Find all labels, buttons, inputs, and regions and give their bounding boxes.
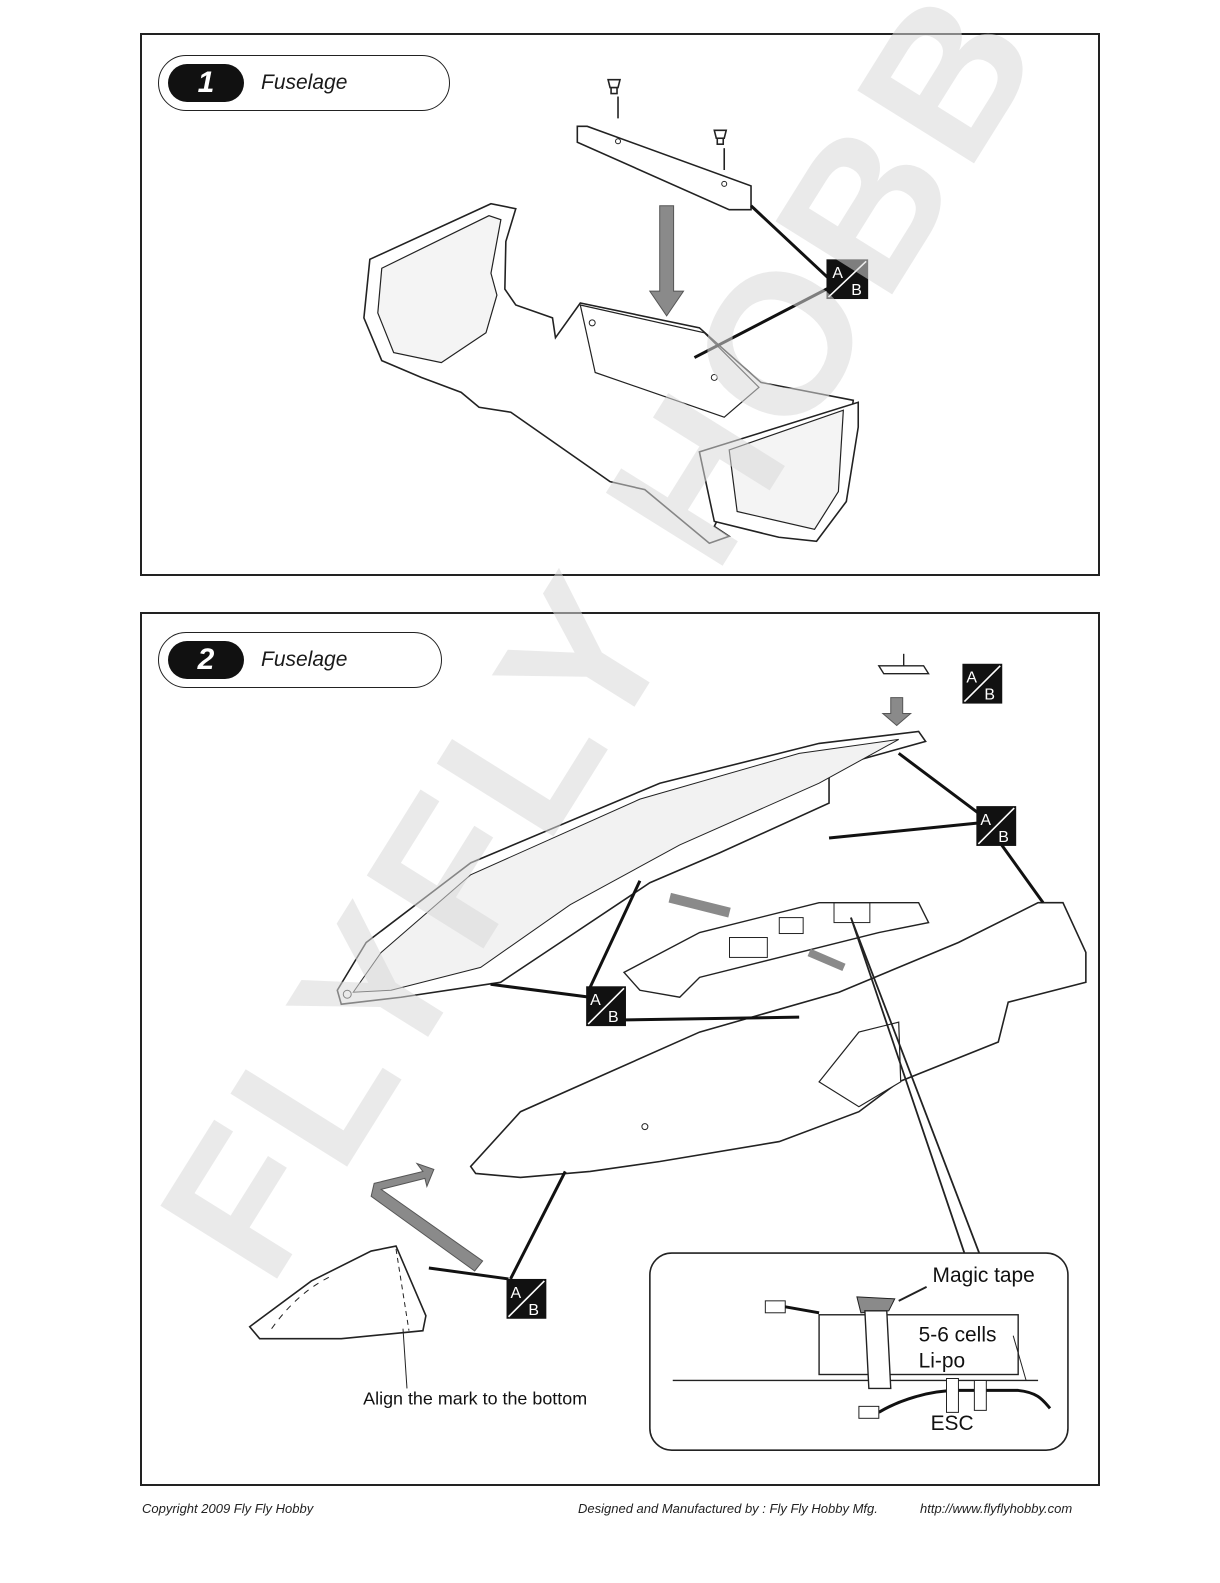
svg-text:B: B: [851, 282, 862, 299]
step-title: Fuselage: [261, 68, 347, 98]
svg-text:B: B: [984, 687, 995, 704]
svg-text:A: A: [832, 265, 843, 282]
step-2-header: 2 Fuselage: [158, 632, 442, 688]
glue-badge-a-b: A B: [976, 806, 1016, 846]
glue-badge-a-b: A B: [507, 1279, 547, 1319]
step-number: 1: [168, 64, 244, 102]
svg-text:A: A: [980, 812, 991, 829]
step-1-panel: A B 1 Fuselage: [140, 33, 1100, 576]
nose-cone: [250, 1246, 426, 1339]
down-arrow-icon: [883, 698, 911, 726]
glue-badge-a-b: A B: [586, 986, 626, 1026]
nose-caption: Align the mark to the bottom: [363, 1388, 587, 1408]
step-number: 2: [168, 641, 244, 679]
svg-text:B: B: [528, 1302, 539, 1319]
leader-lines: [694, 206, 828, 358]
step-2-illustration: A B A B A B A B Align the mark to the bo…: [142, 614, 1098, 1484]
footer-website-link[interactable]: http://www.flyflyhobby.com: [920, 1501, 1072, 1516]
footer-designed-by: Designed and Manufactured by : Fly Fly H…: [578, 1501, 878, 1516]
down-arrow-icon: [650, 206, 684, 316]
battery-inset: Magic tape 5-6 cells Li-po ESC: [650, 1253, 1068, 1450]
step-1-illustration: A B: [142, 35, 1098, 574]
svg-text:B: B: [608, 1009, 619, 1026]
tape-label: Magic tape: [933, 1264, 1035, 1287]
svg-text:A: A: [590, 992, 601, 1009]
step-title: Fuselage: [261, 645, 347, 675]
rivet-left-icon: [608, 80, 620, 119]
battery-line-2: Li-po: [919, 1350, 965, 1373]
glue-badge-a-b: A B: [962, 664, 1002, 704]
glue-badge-a-b: A B: [826, 259, 868, 299]
step-2-panel: A B A B A B A B Align the mark to the bo…: [140, 612, 1100, 1486]
svg-text:B: B: [998, 829, 1009, 846]
svg-text:A: A: [966, 670, 977, 687]
bracket-part: [879, 654, 929, 674]
footer-copyright: Copyright 2009 Fly Fly Hobby: [142, 1501, 313, 1516]
battery-line-1: 5-6 cells: [919, 1324, 997, 1347]
rivet-right-icon: [714, 130, 726, 170]
svg-text:A: A: [511, 1285, 522, 1302]
step-1-header: 1 Fuselage: [158, 55, 450, 111]
esc-label: ESC: [931, 1412, 974, 1435]
